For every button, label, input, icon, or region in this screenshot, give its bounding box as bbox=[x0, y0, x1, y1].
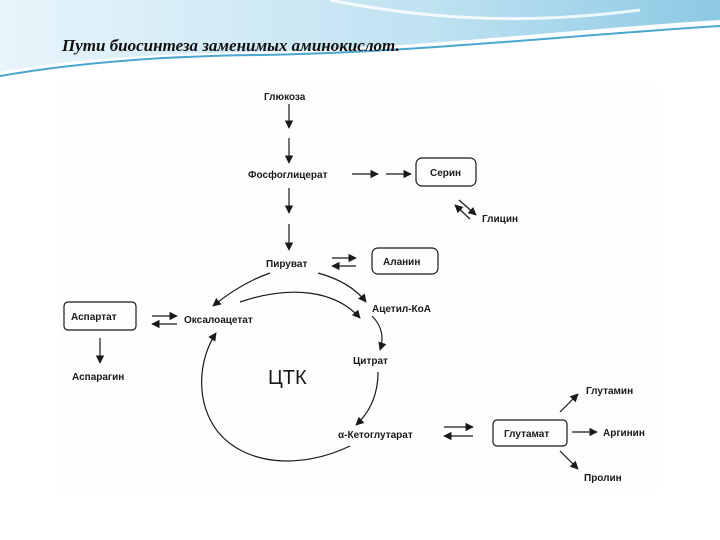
label-tca: ЦТК bbox=[268, 367, 307, 389]
tca-arc-acetylcoa-citrate bbox=[371, 315, 387, 351]
label-glutamine: Глутамин bbox=[586, 386, 633, 397]
label-aspartate: Аспартат bbox=[71, 312, 117, 323]
box-aspartate bbox=[63, 301, 137, 331]
label-alanine: Аланин bbox=[383, 257, 420, 268]
label-proline: Пролин bbox=[584, 473, 622, 484]
label-acetyl-coa: Ацетил-КоА bbox=[372, 304, 431, 315]
label-glutamate: Глутамат bbox=[504, 429, 549, 440]
box-alanine bbox=[371, 247, 439, 275]
label-glycine: Глицин bbox=[482, 214, 518, 225]
label-glucose: Глюкоза bbox=[264, 92, 306, 103]
diagram bbox=[63, 104, 598, 470]
box-serine bbox=[415, 157, 477, 187]
arrow-pyruvate-oxaloacetate bbox=[212, 272, 271, 307]
label-alpha-ketoglutarate: α-Кетоглутарат bbox=[338, 430, 413, 441]
label-pyruvate: Пируват bbox=[266, 259, 307, 270]
header-wave-line-light bbox=[329, 0, 641, 21]
tca-arc-bottom-left bbox=[201, 332, 351, 462]
header-wave-line bbox=[0, 25, 720, 77]
label-asparagine: Аспарагин bbox=[72, 372, 124, 383]
label-serine: Серин bbox=[430, 168, 461, 179]
diagram-labels: Глюкоза Фосфоглицерат Серин Глицин Пирув… bbox=[71, 92, 645, 484]
arrow-glutamate-glutamine bbox=[559, 393, 579, 413]
arrow-glycine-serine bbox=[454, 204, 471, 220]
arrow-glutamate-proline bbox=[559, 450, 579, 470]
label-phosphoglycerate: Фосфоглицерат bbox=[248, 169, 328, 181]
tca-arc-top bbox=[239, 291, 361, 319]
label-citrate: Цитрат bbox=[353, 356, 388, 367]
box-glutamate bbox=[492, 419, 568, 447]
label-arginine: Аргинин bbox=[603, 428, 645, 439]
label-oxaloacetate: Оксалоацетат bbox=[184, 315, 253, 326]
arrow-pyruvate-acetylcoa bbox=[317, 272, 367, 303]
tca-arc-right bbox=[355, 371, 379, 426]
slide-title: Пути биосинтеза заменимых аминокислот. bbox=[62, 36, 400, 55]
arrow-serine-glycine bbox=[458, 199, 477, 216]
